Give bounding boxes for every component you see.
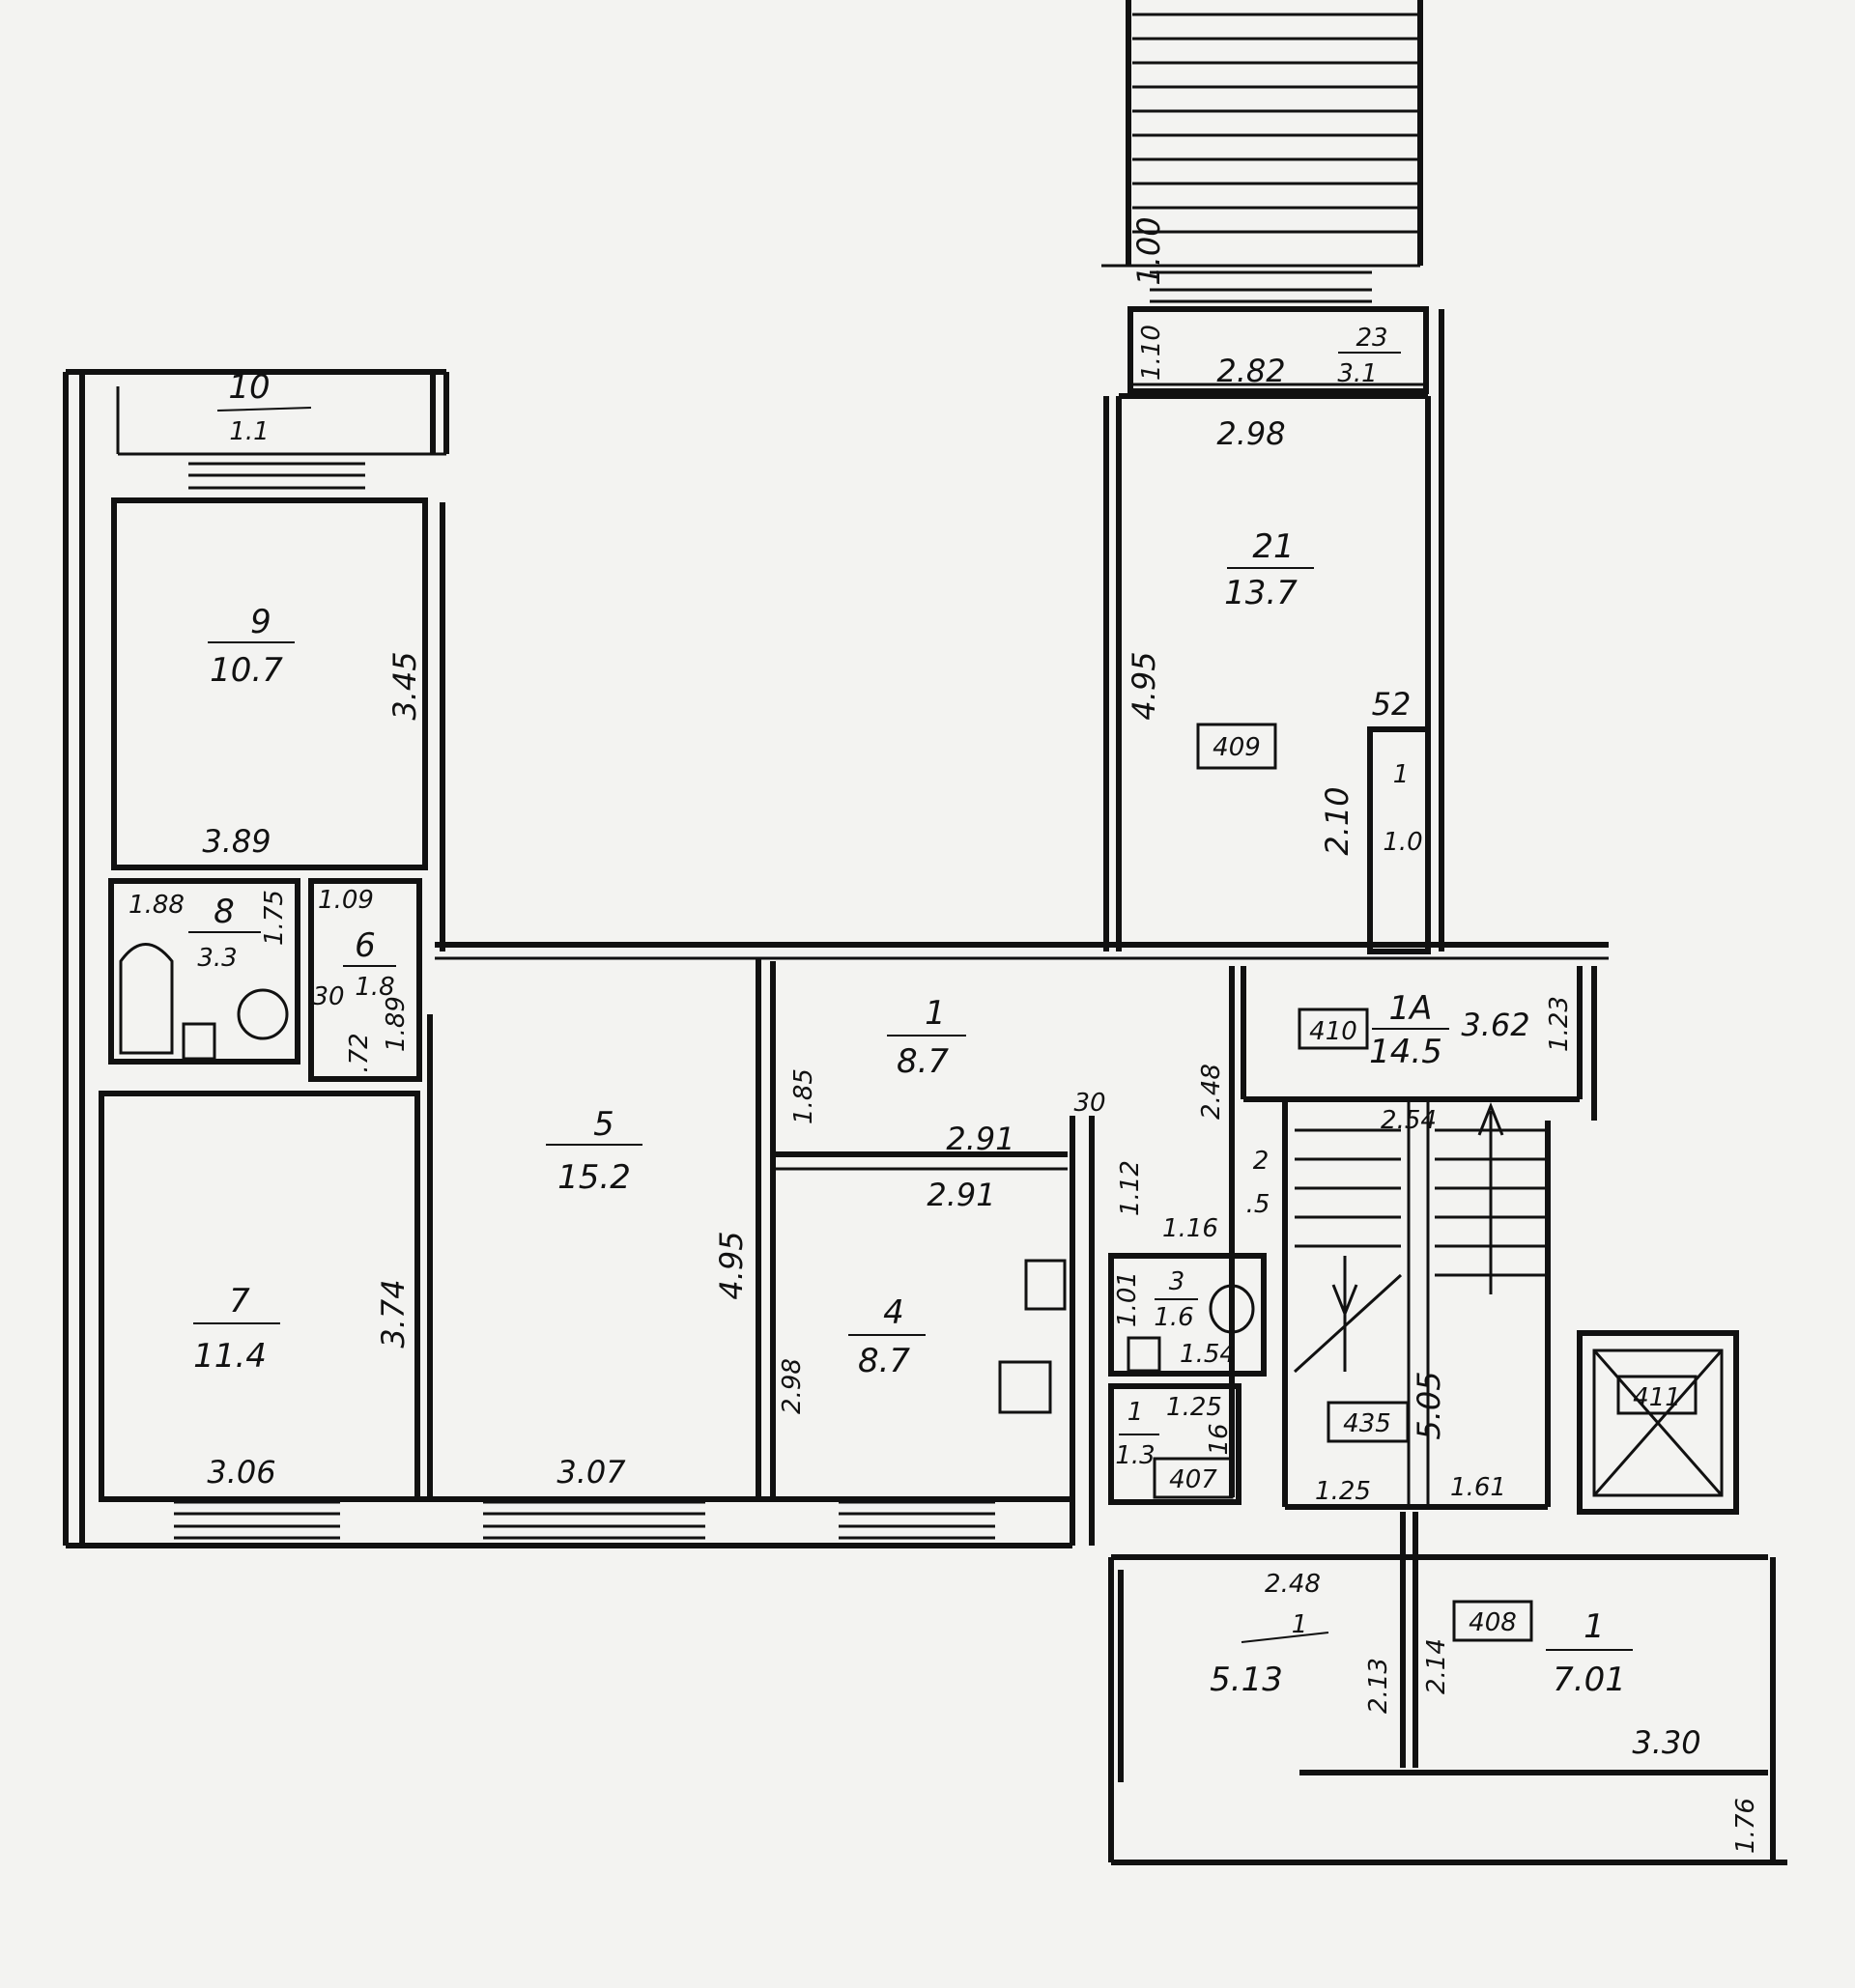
dim-291a: 2.91: [946, 1121, 1014, 1157]
dim-72: .72: [345, 1033, 374, 1072]
pantry-number: 1: [1393, 760, 1410, 789]
dim-248b: 2.48: [1265, 1570, 1321, 1599]
room-5-number: 5: [593, 1105, 614, 1144]
dim-282: 2.82: [1216, 353, 1285, 389]
dim-16: 16: [1205, 1423, 1234, 1455]
room-7-area: 11.4: [193, 1337, 267, 1376]
dim-125a: 1.25: [1166, 1393, 1222, 1422]
dim-189: 1.89: [382, 996, 411, 1052]
stairs: [1132, 13, 1546, 1374]
wc-area: 1.3: [1115, 1441, 1155, 1470]
dim-116: 1.16: [1162, 1214, 1218, 1243]
room-3-area: 1.6: [1154, 1303, 1193, 1332]
room-1a-number: 1А: [1389, 989, 1433, 1028]
room-21-number: 21: [1252, 527, 1294, 566]
apartment-numbers: 409 410 407 435 408 411: [1153, 723, 1698, 1642]
room-6-area: 1.8: [355, 973, 394, 1002]
dim-213: 2.13: [1364, 1658, 1393, 1714]
dim-298: 2.98: [1216, 415, 1285, 452]
dim-254: 2.54: [1381, 1106, 1437, 1135]
dim-125b: 1.25: [1315, 1477, 1371, 1506]
dim-101: 1.01: [1113, 1271, 1142, 1327]
sink-icon-2: [1127, 1336, 1161, 1373]
dimensions: 1.00 1.10 2.82 2.98 4.95 52 2.10 3.45 3.…: [128, 216, 1760, 1854]
toilet-icon: [237, 988, 289, 1040]
room-23-number: 23: [1356, 324, 1387, 353]
dim-110: 1.10: [1137, 325, 1166, 381]
room-2-number: 2: [1253, 1147, 1270, 1176]
walls: [63, 0, 1787, 1865]
room-5-area: 15.2: [557, 1158, 631, 1197]
room-10-area: 1.1: [229, 417, 269, 446]
vestibule-area: 5.13: [1210, 1661, 1283, 1699]
dim-495a: 4.95: [1126, 651, 1162, 720]
room-8-area: 3.3: [197, 944, 237, 973]
room-1-area: 8.7: [897, 1042, 949, 1081]
dim-298b: 2.98: [778, 1358, 807, 1414]
dim-307: 3.07: [556, 1454, 626, 1491]
dim-248a: 2.48: [1197, 1064, 1226, 1120]
dim-175: 1.75: [260, 890, 289, 946]
dim-210: 2.10: [1319, 786, 1356, 855]
apartment-409: 409: [1213, 733, 1261, 762]
room-9-area: 10.7: [210, 651, 283, 690]
room-3-number: 3: [1169, 1267, 1185, 1296]
wc-number: 1: [1127, 1398, 1144, 1427]
dim-52: 52: [1372, 686, 1412, 723]
room-8-number: 8: [214, 893, 235, 931]
sink-icon: [182, 1022, 216, 1061]
bathtub-icon: [119, 943, 174, 1055]
dim-505: 5.05: [1411, 1371, 1447, 1439]
room-2-area: .5: [1246, 1190, 1270, 1219]
dim-30a: 30: [312, 982, 344, 1011]
dim-154: 1.54: [1180, 1340, 1236, 1369]
vestibule-number: 1: [1292, 1610, 1308, 1639]
dim-176: 1.76: [1731, 1798, 1760, 1854]
dim-161: 1.61: [1450, 1473, 1506, 1502]
room-1-number: 1: [925, 994, 946, 1033]
room-10-number: 10: [228, 368, 270, 407]
room-9-number: 9: [250, 603, 271, 641]
room-1a-area: 14.5: [1369, 1033, 1442, 1071]
room-1b-area: 7.01: [1553, 1661, 1626, 1699]
dim-330: 3.30: [1632, 1724, 1700, 1761]
dim-214: 2.14: [1422, 1638, 1451, 1694]
fixtures: [119, 943, 1255, 1414]
room-1b-number: 1: [1584, 1607, 1605, 1646]
toilet-icon-2: [1209, 1284, 1255, 1334]
room-21-area: 13.7: [1224, 574, 1298, 612]
apartment-408: 408: [1469, 1608, 1517, 1637]
dim-109: 1.09: [318, 886, 374, 915]
dim-389: 3.89: [202, 823, 271, 860]
apartment-410: 410: [1309, 1017, 1357, 1046]
dim-100: 1.00: [1130, 216, 1167, 285]
stove-icon: [998, 1360, 1052, 1414]
room-23-area: 3.1: [1337, 359, 1377, 388]
pantry-area: 1.0: [1383, 828, 1422, 857]
dim-495b: 4.95: [713, 1231, 750, 1299]
dim-112: 1.12: [1116, 1160, 1145, 1216]
room-4-number: 4: [883, 1293, 904, 1332]
vent-icon: [1024, 1259, 1067, 1311]
dim-30b: 30: [1073, 1089, 1105, 1118]
dim-306: 3.06: [207, 1454, 275, 1491]
apartment-411: 411: [1633, 1383, 1681, 1412]
apartment-435: 435: [1343, 1409, 1391, 1438]
apartment-407: 407: [1169, 1465, 1217, 1494]
windows: [174, 452, 995, 1540]
dim-291b: 2.91: [927, 1177, 995, 1213]
dim-345: 3.45: [386, 651, 423, 720]
dim-185: 1.85: [789, 1068, 818, 1124]
dim-188: 1.88: [128, 891, 185, 920]
room-7-number: 7: [229, 1282, 250, 1321]
dim-362: 3.62: [1461, 1007, 1529, 1043]
room-labels: 10 1.1 9 10.7 8 3.3 6 1.8 7 11.4 5 15.2 …: [188, 324, 1633, 1699]
room-4-area: 8.7: [858, 1342, 910, 1380]
dim-123: 1.23: [1545, 996, 1574, 1052]
room-6-number: 6: [355, 926, 376, 965]
dim-374: 3.74: [375, 1279, 412, 1348]
